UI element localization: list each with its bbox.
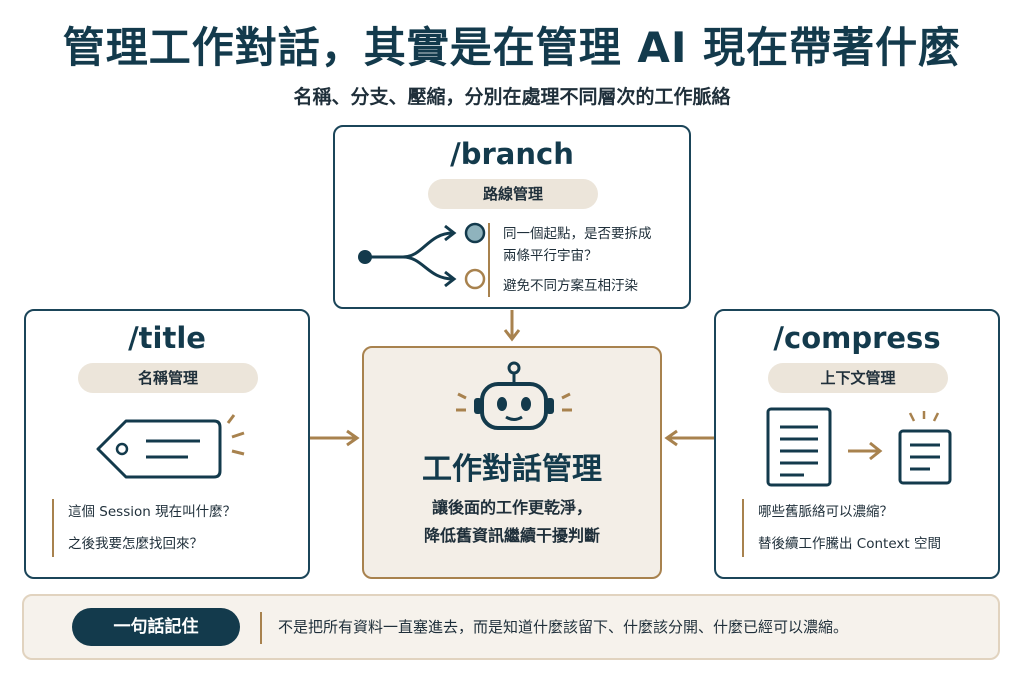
title-command: /title [128,321,206,355]
compress-line-2: 替後續工作騰出 Context 空間 [758,536,941,552]
center-description: 讓後面的工作更乾淨， 降低舊資訊繼續干擾判斷 [364,494,660,550]
branch-card: /branch 路線管理 同一個起點，是否要拆成 兩條平行宇宙？ 避免不同方案互… [333,125,691,309]
center-desc-line-2: 降低舊資訊繼續干擾判斷 [423,526,600,545]
compress-card: /compress 上下文管理 哪些舊脈絡可以濃縮？ 替後續工作騰出 Conte… [714,309,1000,579]
summary-text: 不是把所有資料一直塞進去，而是知道什麼該留下、什麼該分開、什麼已經可以濃縮。 [278,618,849,636]
title-card: /title 名稱管理 這個 Session 現在叫什麼？ 之後我要怎麼找回來？ [24,309,310,579]
summary-bar: 一句話記住 不是把所有資料一直塞進去，而是知道什麼該留下、什麼該分開、什麼已經可… [22,594,1000,660]
arrow-icon [848,441,883,461]
arrow-branch-to-center [503,310,521,342]
compressed-document-icon [898,411,952,485]
title-line-1: 這個 Session 現在叫什麼？ [68,504,237,520]
compress-line-1: 哪些舊脈絡可以濃縮？ [758,504,893,520]
branch-tag: 路線管理 [428,179,598,209]
branch-line-2: 兩條平行宇宙？ [503,248,598,264]
document-icon [766,407,832,487]
summary-divider [260,612,262,644]
arrow-compress-to-center [664,429,714,447]
robot-icon [456,361,572,430]
title-divider [52,499,54,557]
summary-badge: 一句話記住 [72,608,240,646]
center-desc-line-1: 讓後面的工作更乾淨， [431,498,592,517]
compress-tag: 上下文管理 [768,363,948,393]
arrow-title-to-center [310,429,360,447]
center-title: 工作對話管理 [422,452,602,487]
branch-divider [488,223,490,297]
tag-icon [96,414,245,479]
title-line-2: 之後我要怎麼找回來？ [68,536,203,552]
branch-fork-icon [358,222,486,290]
title-tag: 名稱管理 [78,363,258,393]
compress-command: /compress [773,321,941,355]
center-card: 工作對話管理 讓後面的工作更乾淨， 降低舊資訊繼續干擾判斷 [362,346,662,579]
compress-divider [742,499,744,557]
branch-line-1: 同一個起點，是否要拆成 [503,226,652,242]
page-title: 管理工作對話，其實是在管理 AI 現在帶著什麼 [62,23,962,72]
branch-line-3: 避免不同方案互相汙染 [503,278,638,294]
branch-command: /branch [450,137,574,171]
page-subtitle: 名稱、分支、壓縮，分別在處理不同層次的工作脈絡 [293,86,731,108]
